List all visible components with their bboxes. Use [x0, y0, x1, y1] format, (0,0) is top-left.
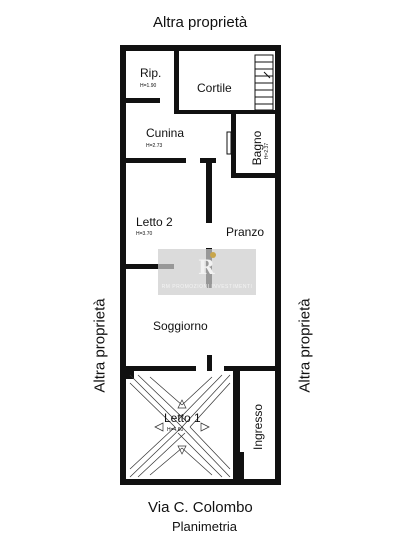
wall-bagno-bottom	[231, 173, 275, 178]
wall-ingresso-door	[240, 452, 244, 479]
logo-brand-text: RM PROMOZIONI INVESTIMENTI	[161, 284, 253, 290]
wall-cunina-bottom-b	[200, 158, 216, 163]
room-rip-height: H=1.90	[140, 83, 157, 89]
outer-walls	[120, 45, 281, 485]
watermark-logo: R RM PROMOZIONI INVESTIMENTI	[158, 249, 256, 295]
wall-soggiorno-bottom	[126, 366, 196, 371]
right-border-label: Altra proprietà	[296, 298, 314, 393]
wall-rip-right	[174, 51, 179, 113]
room-letto1-height: H=4.60	[167, 427, 184, 433]
left-border-label: Altra proprietà	[91, 298, 109, 393]
wall-cunina-bottom	[126, 158, 186, 163]
bagno-window	[226, 131, 232, 155]
wall-letto2-bottom	[126, 264, 174, 269]
room-bagno-height: H=2.37	[264, 142, 270, 160]
logo-accent-dot	[210, 252, 216, 258]
wall-pranzo-left	[206, 163, 212, 223]
room-rip-name: Rip.	[140, 66, 162, 80]
room-letto2-height: H=3.70	[136, 231, 153, 237]
room-cortile-name: Cortile	[197, 81, 232, 95]
wall-bagno-left	[231, 114, 236, 178]
top-border-label: Altra proprietà	[153, 14, 248, 31]
wall-left	[120, 45, 126, 485]
street-label: Via C. Colombo	[148, 499, 253, 516]
wall-soggiorno-stub	[207, 355, 212, 371]
room-cunina-height: H=2.73	[146, 143, 163, 149]
logo-letter: R	[198, 255, 215, 279]
plan-caption: Planimetria	[172, 519, 238, 534]
stair	[254, 54, 274, 111]
wall-rip-bottom	[126, 98, 160, 103]
room-letto2-name: Letto 2	[136, 215, 173, 229]
wall-top	[120, 45, 280, 51]
room-pranzo-name: Pranzo	[226, 225, 265, 239]
wall-right	[275, 45, 281, 485]
vault-ceiling	[129, 374, 231, 478]
wall-soggiorno-bottom-b	[224, 366, 275, 371]
wall-cortile-bottom	[174, 110, 275, 114]
room-bagno-name: Bagno	[250, 130, 264, 166]
wall-letto1-right	[233, 371, 240, 479]
room-ingresso-name: Ingresso	[251, 403, 265, 451]
room-soggiorno-name: Soggiorno	[153, 319, 208, 333]
room-cunina-name: Cunina	[146, 126, 185, 140]
room-letto1-name: Letto 1	[164, 411, 201, 425]
wall-bottom	[120, 479, 281, 485]
